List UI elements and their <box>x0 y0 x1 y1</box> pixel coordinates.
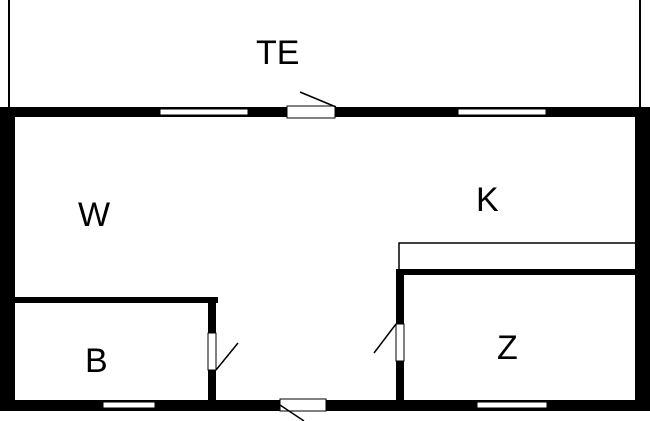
room-label-kitchen: K <box>476 181 499 219</box>
bathroom-wall-right-lower <box>208 370 216 403</box>
room-label-terrace: TE <box>256 34 300 72</box>
bedroom-door-opening <box>395 323 405 362</box>
bathroom-door-opening <box>207 332 217 371</box>
window-top-left <box>159 108 249 116</box>
kitchen-counter <box>398 242 636 270</box>
bathroom-wall-right-upper <box>208 297 216 333</box>
bathroom-door-leaf <box>215 342 239 371</box>
bedroom-wall-top <box>396 269 638 275</box>
bedroom-wall-left-lower <box>396 361 404 403</box>
room-label-living: W <box>78 196 111 234</box>
room-label-bathroom: B <box>85 342 108 380</box>
entrance-door-leaf <box>279 404 305 421</box>
bathroom-wall-top <box>12 297 218 303</box>
window-bottom-left <box>102 401 156 409</box>
window-top-right <box>457 108 547 116</box>
bedroom-door-leaf <box>373 323 397 354</box>
window-bottom-right <box>476 401 548 409</box>
outer-wall-right <box>635 107 650 411</box>
bedroom-wall-left-upper <box>396 269 404 324</box>
terrace-door-leaf <box>299 91 337 108</box>
terrace-door-opening <box>286 105 336 119</box>
room-label-bedroom: Z <box>497 329 518 367</box>
outer-wall-left <box>0 107 15 411</box>
